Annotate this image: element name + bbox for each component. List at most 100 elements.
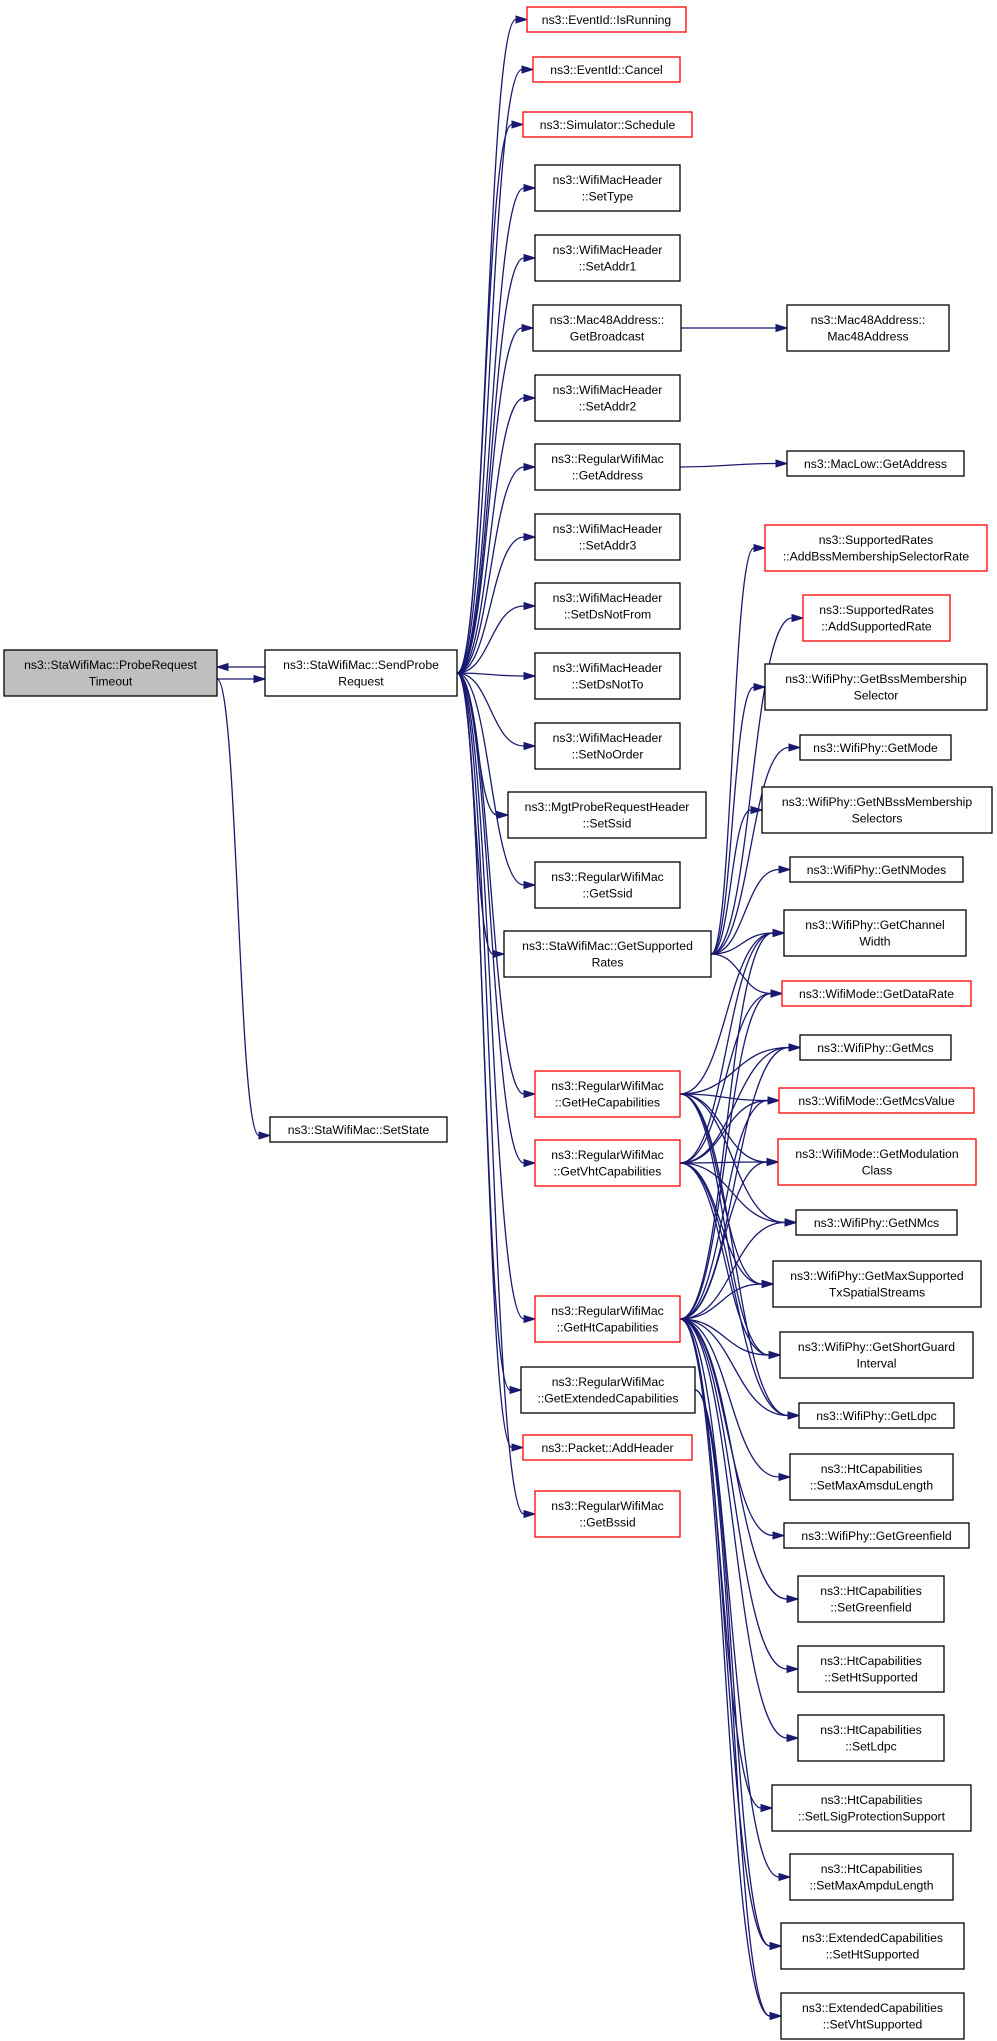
node-getExtCap[interactable]: ns3::RegularWifiMac::GetExtendedCapabili… — [520, 1366, 696, 1414]
node-getMode[interactable]: ns3::WifiPhy::GetMode — [799, 734, 952, 761]
call-edge — [456, 672, 537, 1099]
call-edge — [456, 462, 537, 674]
call-edge — [694, 1389, 783, 1951]
node-addSupported[interactable]: ns3::SupportedRates::AddSupportedRate — [802, 594, 951, 642]
node-getSsid[interactable]: ns3::RegularWifiMac::GetSsid — [534, 861, 681, 909]
node-box — [534, 443, 681, 491]
node-setNoOrder[interactable]: ns3::WifiMacHeader::SetNoOrder — [534, 722, 681, 770]
node-setMaxAmpdu[interactable]: ns3::HtCapabilities::SetMaxAmpduLength — [789, 1853, 954, 1901]
node-getNMcs[interactable]: ns3::WifiPhy::GetNMcs — [795, 1209, 958, 1236]
node-label: ns3::HtCapabilities — [821, 1462, 923, 1476]
node-label: ns3::Mac48Address:: — [811, 313, 925, 327]
node-getAddress[interactable]: ns3::RegularWifiMac::GetAddress — [534, 443, 681, 491]
call-edge — [710, 743, 802, 955]
node-label: ns3::HtCapabilities — [820, 1654, 922, 1668]
call-edge — [710, 805, 764, 955]
edge-line — [679, 1221, 786, 1320]
edge-line — [679, 1283, 763, 1320]
edge-arrowhead — [523, 601, 537, 611]
node-getVhtCap[interactable]: ns3::RegularWifiMac::GetVhtCapabilities — [534, 1139, 681, 1187]
node-setType[interactable]: ns3::WifiMacHeader::SetType — [534, 164, 681, 212]
edge-line — [456, 327, 523, 674]
node-label: ns3::Packet::AddHeader — [541, 1441, 673, 1455]
node-box — [534, 722, 681, 770]
node-box — [534, 1070, 681, 1118]
edge-arrowhead — [523, 393, 537, 403]
node-macLowAddr[interactable]: ns3::MacLow::GetAddress — [786, 450, 965, 477]
node-isRunning[interactable]: ns3::EventId::IsRunning — [526, 6, 687, 33]
node-getGreenfield[interactable]: ns3::WifiPhy::GetGreenfield — [783, 1522, 970, 1549]
node-box — [786, 450, 965, 477]
node-getMaxSS[interactable]: ns3::WifiPhy::GetMaxSupportedTxSpatialSt… — [772, 1260, 982, 1308]
edge-line — [456, 672, 525, 1164]
node-box — [777, 1138, 977, 1186]
node-getDataRate[interactable]: ns3::WifiMode::GetDataRate — [781, 980, 972, 1007]
node-label: ns3::WifiPhy::GetShortGuard — [798, 1340, 955, 1354]
node-setAddr2[interactable]: ns3::WifiMacHeader::SetAddr2 — [534, 374, 681, 422]
node-getBssid[interactable]: ns3::RegularWifiMac::GetBssid — [534, 1490, 681, 1538]
edge-line — [456, 672, 525, 886]
edge-line — [456, 466, 525, 674]
node-getHeCap[interactable]: ns3::RegularWifiMac::GetHeCapabilities — [534, 1070, 681, 1118]
node-label: Class — [862, 1164, 892, 1178]
node-label: ns3::WifiPhy::GetLdpc — [816, 1409, 937, 1423]
node-addHeader[interactable]: ns3::Packet::AddHeader — [522, 1434, 693, 1461]
node-box — [534, 374, 681, 422]
edge-line — [456, 397, 525, 674]
node-box — [780, 1922, 965, 1970]
node-mgtSetSsid[interactable]: ns3::MgtProbeRequestHeader::SetSsid — [507, 791, 707, 839]
node-box — [771, 1784, 972, 1832]
call-edge — [679, 1096, 781, 1320]
node-label: ns3::WifiMacHeader — [553, 522, 663, 536]
node-setDsNotFrom[interactable]: ns3::WifiMacHeader::SetDsNotFrom — [534, 582, 681, 630]
node-getBroadcast[interactable]: ns3::Mac48Address::GetBroadcast — [532, 304, 682, 352]
node-setDsNotTo[interactable]: ns3::WifiMacHeader::SetDsNotTo — [534, 652, 681, 700]
edge-line — [679, 1093, 786, 1224]
node-getHtCap[interactable]: ns3::RegularWifiMac::GetHtCapabilities — [534, 1295, 681, 1343]
node-getNModes[interactable]: ns3::WifiPhy::GetNModes — [789, 856, 964, 883]
node-getMcsValue[interactable]: ns3::WifiMode::GetMcsValue — [778, 1087, 975, 1114]
call-edge — [217, 674, 267, 684]
call-edge — [456, 120, 525, 674]
call-edge — [710, 865, 792, 955]
node-setState[interactable]: ns3::StaWifiMac::SetState — [269, 1116, 448, 1143]
edge-arrowhead — [788, 743, 802, 752]
node-getLdpc[interactable]: ns3::WifiPhy::GetLdpc — [798, 1402, 955, 1429]
edge-line — [679, 932, 774, 1095]
call-edge — [679, 1279, 775, 1320]
node-setAddr3[interactable]: ns3::WifiMacHeader::SetAddr3 — [534, 513, 681, 561]
node-getMcs[interactable]: ns3::WifiPhy::GetMcs — [799, 1034, 952, 1061]
node-setMaxAmsdu[interactable]: ns3::HtCapabilities::SetMaxAmsduLength — [789, 1453, 954, 1501]
node-htSetHt[interactable]: ns3::HtCapabilities::SetHtSupported — [797, 1645, 945, 1693]
node-setLSig[interactable]: ns3::HtCapabilities::SetLSigProtectionSu… — [771, 1784, 972, 1832]
node-cancel[interactable]: ns3::EventId::Cancel — [532, 56, 681, 83]
node-setLdpc[interactable]: ns3::HtCapabilities::SetLdpc — [797, 1714, 945, 1762]
node-setGreenfield[interactable]: ns3::HtCapabilities::SetGreenfield — [797, 1575, 945, 1623]
node-extSetHt[interactable]: ns3::ExtendedCapabilities::SetHtSupporte… — [780, 1922, 965, 1970]
node-label: Width — [859, 935, 890, 949]
call-edge — [679, 1318, 792, 1882]
node-label: ns3::RegularWifiMac — [551, 1304, 663, 1318]
node-label: ns3::WifiPhy::GetMcs — [817, 1041, 933, 1055]
edge-line — [679, 1161, 768, 1320]
node-setAddr1[interactable]: ns3::WifiMacHeader::SetAddr1 — [534, 234, 681, 282]
call-edge — [456, 183, 537, 674]
edge-arrowhead — [523, 1509, 537, 1519]
node-label: Timeout — [89, 675, 133, 689]
node-schedule[interactable]: ns3::Simulator::Schedule — [522, 111, 693, 138]
edge-arrowhead — [523, 671, 537, 681]
node-mac48[interactable]: ns3::Mac48Address::Mac48Address — [786, 304, 950, 352]
node-box — [534, 1139, 681, 1187]
node-extSetVht[interactable]: ns3::ExtendedCapabilities::SetVhtSupport… — [780, 1992, 965, 2040]
node-addBssSel[interactable]: ns3::SupportedRates::AddBssMembershipSel… — [764, 524, 988, 572]
node-label: ::GetSsid — [582, 887, 632, 901]
node-label: ::SetMaxAmpduLength — [810, 1879, 934, 1893]
